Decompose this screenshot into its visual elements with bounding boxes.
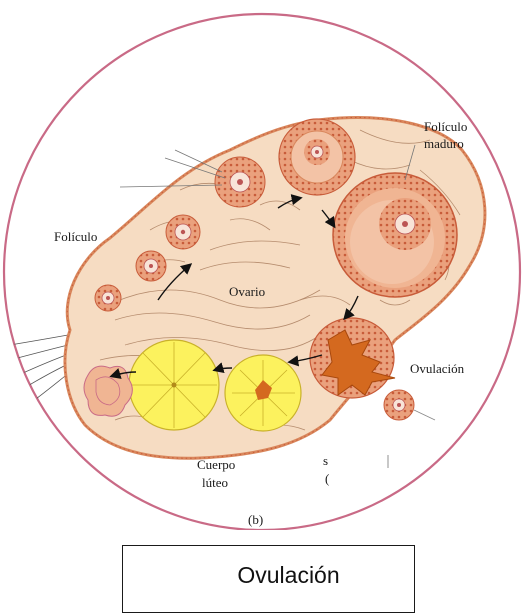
primary-follicle-1 — [95, 285, 121, 311]
secondary-follicle — [215, 157, 265, 207]
primary-follicle-2 — [136, 251, 166, 281]
label-ovulacion: Ovulación — [410, 361, 465, 376]
label-ovario: Ovario — [229, 284, 265, 299]
mature-follicle — [333, 173, 457, 297]
label-foliculo-maduro-1: Folículo — [424, 119, 467, 134]
label-foliculo-maduro-2: maduro — [424, 136, 464, 151]
ruptured-follicle — [310, 318, 395, 398]
label-luteo: lúteo — [202, 475, 228, 490]
primary-follicle-3 — [166, 215, 200, 249]
label-cuerpo: Cuerpo — [197, 457, 235, 472]
ovary-diagram: Folículo maduro Folículo Ovario Ovulació… — [0, 0, 523, 530]
panel-letter: (b) — [248, 512, 263, 527]
corpus-albicans — [129, 340, 219, 430]
corpus-luteum — [225, 355, 301, 431]
label-foliculo: Folículo — [54, 229, 97, 244]
caption-box: Ovulación — [122, 545, 415, 613]
label-partial-s: s — [323, 453, 328, 468]
tertiary-follicle — [279, 119, 355, 195]
label-partial-paren: ( — [325, 471, 329, 486]
caption-text: Ovulación — [123, 562, 414, 589]
